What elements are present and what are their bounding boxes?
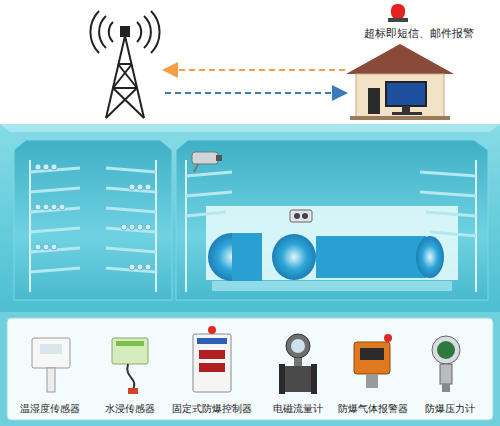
signal-arrow: [165, 92, 340, 94]
device-label: 温湿度传感器: [10, 402, 90, 416]
device-label: 防爆压力计: [412, 402, 488, 416]
pipe-chamber: [176, 140, 488, 300]
tunnel-top: [0, 124, 500, 132]
tunnel-body: [0, 124, 500, 314]
alarm-card: 防爆气体报警器: [334, 326, 412, 416]
water-sensor: [112, 338, 148, 394]
gas-alarm: [354, 334, 392, 388]
device-panel: [7, 318, 493, 420]
alarm-note: 超标即短信、邮件报警: [340, 26, 498, 41]
explosion-proof-controller: [193, 326, 231, 392]
device-label: 固定式防爆控制器: [168, 402, 256, 416]
device-label: 水浸传感器: [92, 402, 168, 416]
pressure-gauge: [432, 336, 460, 392]
device-band: [0, 312, 500, 426]
alarm-light: [388, 4, 408, 22]
device-label: 电磁流量计: [260, 402, 336, 416]
controller-card: 固定式防爆控制器: [168, 326, 256, 416]
electromagnetic-flowmeter: [279, 334, 317, 394]
gauge-card: 防爆压力计: [412, 326, 488, 416]
signal-tower: [90, 11, 159, 118]
monitoring-house: [346, 44, 454, 120]
temp-humidity-sensor: [32, 338, 70, 392]
alarm-station: 超标即短信、邮件报警: [340, 2, 498, 122]
meter-card: 电磁流量计: [260, 326, 336, 416]
cable-chamber: [14, 140, 172, 300]
sensor-card: 水浸传感器: [92, 326, 168, 416]
sensor-card: 温湿度传感器: [10, 326, 90, 416]
detector: [290, 210, 312, 222]
device-label: 防爆气体报警器: [334, 402, 412, 416]
signal-arrow: [170, 69, 345, 71]
camera: [192, 152, 222, 172]
